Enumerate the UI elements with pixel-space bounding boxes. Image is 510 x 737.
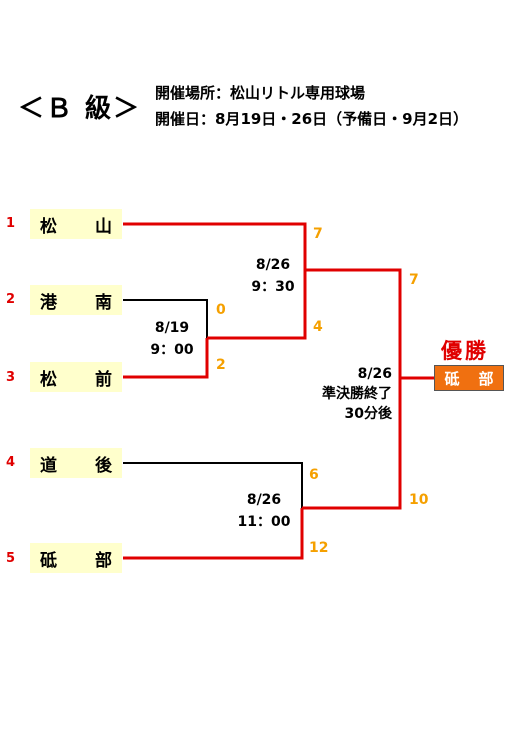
champion-right: 部 <box>478 369 494 388</box>
team-5-left: 砥 <box>40 550 57 571</box>
match-final-note1: 準決勝終了 <box>322 386 392 402</box>
champion-label: 優勝 <box>441 339 489 363</box>
team-4-left: 道 <box>40 455 57 476</box>
team-1-right: 山 <box>95 216 112 237</box>
team-4-right: 後 <box>95 455 112 476</box>
match-r1-date: 8/19 <box>154 320 190 336</box>
match-r1-time: 9：00 <box>150 342 194 358</box>
match-semiA-date: 8/26 <box>255 257 291 273</box>
match-semiA-info: 8/26 9：30 <box>246 254 300 298</box>
team-3-left: 松 <box>40 369 57 390</box>
seed-4: 4 <box>6 455 16 470</box>
match-semiB-time: 11：00 <box>237 514 291 530</box>
score-final-top: 7 <box>409 272 419 288</box>
team-2-right: 南 <box>95 292 112 313</box>
match-final-date: 8/26 <box>357 366 392 382</box>
team-1-left: 松 <box>40 216 57 237</box>
score-r1-top: 0 <box>216 302 226 318</box>
team-3: 松 前 <box>30 362 122 392</box>
match-final-info: 8/26 準決勝終了 30分後 <box>304 364 392 424</box>
dates-text: 開催日：8月19日・26日（予備日・9月2日） <box>155 110 469 128</box>
seed-1: 1 <box>6 216 16 231</box>
match-final-note2: 30分後 <box>344 406 392 422</box>
line-team5 <box>123 508 304 560</box>
match-semiA-time: 9：30 <box>251 279 295 295</box>
score-semiA-bottom: 4 <box>313 319 323 335</box>
team-1: 松 山 <box>30 209 122 239</box>
line-semiA-winner <box>305 268 402 378</box>
team-4: 道 後 <box>30 448 122 478</box>
page-title: ＜Ｂ 級＞ <box>18 94 142 124</box>
seed-3: 3 <box>6 370 16 385</box>
champion-left: 砥 <box>444 369 460 388</box>
score-semiB-bottom: 12 <box>309 540 329 556</box>
team-5: 砥 部 <box>30 543 122 573</box>
team-5-right: 部 <box>95 550 112 571</box>
match-r1-info: 8/19 9：00 <box>146 317 198 361</box>
score-semiB-top: 6 <box>309 467 319 483</box>
line-r1-winner <box>207 270 307 340</box>
team-3-right: 前 <box>95 369 112 390</box>
venue-text: 開催場所：松山リトル専用球場 <box>155 84 366 102</box>
line-team4 <box>123 462 303 508</box>
score-r1-bottom: 2 <box>216 357 226 373</box>
line-team1 <box>123 222 307 270</box>
line-semiB-winner <box>302 378 402 510</box>
team-2-left: 港 <box>40 292 57 313</box>
score-final-bottom: 10 <box>409 492 429 508</box>
match-semiB-info: 8/26 11：00 <box>233 489 295 533</box>
seed-5: 5 <box>6 551 16 566</box>
match-semiB-date: 8/26 <box>246 492 282 508</box>
team-2: 港 南 <box>30 285 122 315</box>
champion-box: 砥 部 <box>434 365 504 391</box>
line-team2 <box>123 299 208 340</box>
seed-2: 2 <box>6 292 16 307</box>
score-semiA-top: 7 <box>313 226 323 242</box>
